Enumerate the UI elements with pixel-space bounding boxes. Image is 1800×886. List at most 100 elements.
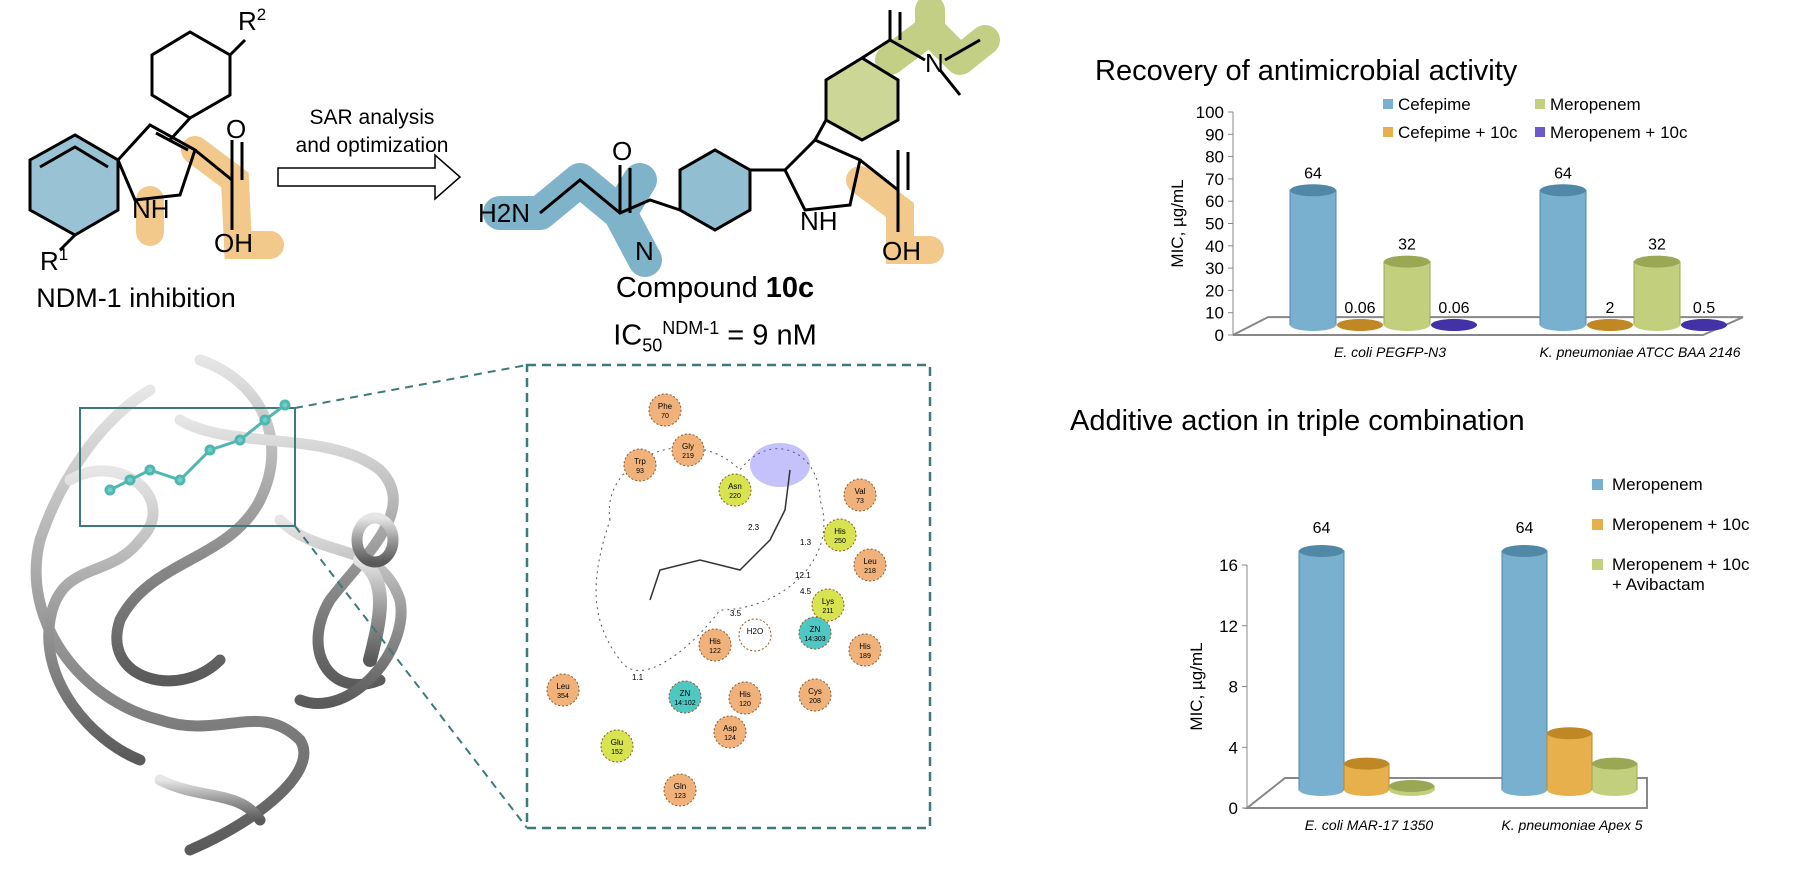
legend-swatch [1383, 99, 1393, 109]
legend-label: Meropenem + 10c [1612, 555, 1750, 574]
legend-label: Meropenem [1612, 475, 1703, 494]
residue-leu-218 [853, 548, 887, 582]
residue-number: 211 [822, 608, 833, 615]
residue-number: 354 [557, 693, 569, 700]
residue-name: Phe [658, 402, 673, 411]
scaffold-r2-label: R2 [238, 5, 266, 36]
residue-trp-93 [623, 448, 657, 482]
y-tick-label: 8 [1229, 678, 1238, 697]
residue-number: 93 [636, 468, 644, 475]
chart1-title: Recovery of antimicrobial activity [1095, 55, 1518, 87]
residue-val-73 [843, 478, 877, 512]
y-tick-label: 20 [1205, 281, 1224, 300]
residue-number: 120 [739, 701, 751, 708]
interaction-distance: 1.3 [800, 538, 812, 547]
residue-name: Val [855, 487, 866, 496]
residue-name: Leu [556, 682, 569, 691]
bar-meropenem-10c-top [1547, 727, 1592, 740]
residue-name: Gly [682, 442, 694, 451]
chart2-title: Additive action in triple combination [1070, 405, 1525, 437]
compound-h2n-label: H2N [478, 198, 530, 228]
interaction-distance: 2.3 [748, 523, 760, 532]
bar-cefepime-10c-top [1337, 319, 1383, 331]
residue-number: 250 [834, 538, 846, 545]
interaction-diagram: Phe70Gly219Trp93Asn220Val73His250Leu218L… [546, 393, 887, 807]
bar-meropenem [1501, 550, 1548, 791]
bar-meropenem-base [1384, 319, 1430, 331]
arrow-label-line2: and optimization [296, 134, 449, 157]
y-tick-label: 100 [1196, 103, 1224, 122]
data-label: 32 [1648, 237, 1666, 254]
x-category-label: K. pneumoniae Apex 5 [1501, 817, 1642, 833]
zoom-line-top [294, 364, 528, 409]
compound-name: Compound 10c [615, 272, 815, 304]
bar-meropenem [1633, 261, 1681, 326]
compound-n-label: N [925, 48, 944, 78]
y-tick-label: 40 [1205, 237, 1224, 256]
zoom-line-bottom [294, 525, 528, 829]
data-label: 0.06 [1438, 300, 1469, 317]
ligand-skeleton [649, 469, 791, 601]
bar-cefepime [1539, 189, 1587, 326]
y-tick-label: 0 [1215, 326, 1224, 345]
bar-cefepime-top [1540, 184, 1586, 197]
residue-his-122 [698, 628, 732, 662]
residue-gly-219 [671, 433, 705, 467]
x-category-label: E. coli MAR-17 1350 [1305, 817, 1434, 833]
bar-meropenem-10c-base [1344, 784, 1389, 796]
residue-his-189 [848, 633, 882, 667]
residue-his-250 [823, 518, 857, 552]
scaffold-o-label: O [226, 114, 246, 144]
interaction-diagram-frame [525, 363, 932, 830]
bar-meropenem-10c-avibactam-top [1389, 780, 1434, 792]
compound-pyrrole-nh-label: NH [800, 206, 838, 236]
bar-meropenem-top [1502, 545, 1547, 557]
bar-meropenem-10c-avibactam-top [1592, 757, 1637, 770]
residue-his-120 [728, 681, 762, 715]
bar-meropenem-top [1384, 255, 1430, 268]
residue-glu-152 [600, 729, 634, 763]
y-axis-label: MIC, µg/mL [1168, 179, 1187, 267]
bar-cefepime-10c-top [1587, 319, 1633, 331]
residue-number: 70 [661, 413, 669, 420]
residue-name: ZN [680, 689, 691, 698]
interaction-distance: 4.5 [800, 587, 812, 596]
interaction-distance: 3.5 [730, 609, 742, 618]
residue-name: ZN [810, 625, 821, 634]
legend-swatch [1535, 127, 1545, 137]
legend-label: Meropenem + 10c [1612, 515, 1750, 534]
y-tick-label: 70 [1205, 170, 1224, 189]
bar-meropenem-10c-top [1681, 319, 1727, 331]
y-tick-label: 12 [1219, 617, 1238, 636]
bar-meropenem-top [1634, 255, 1680, 268]
data-label: 64 [1516, 520, 1534, 537]
structures-svg: O OH NH R1 R2 SAR analysis and optimizat… [28, 0, 1000, 856]
interaction-distance: 12.1 [795, 571, 811, 580]
bar-meropenem-10c [1546, 732, 1593, 791]
residue-lys-211 [811, 588, 845, 622]
data-label: 0.06 [1344, 300, 1375, 317]
data-label: 64 [1304, 165, 1322, 182]
residue-name: Glu [611, 738, 623, 747]
y-tick-label: 90 [1205, 125, 1224, 144]
residue-number: 123 [674, 793, 686, 800]
bar-meropenem-base [1502, 784, 1547, 796]
bar-meropenem-10c-top [1431, 319, 1477, 331]
legend-swatch [1383, 127, 1393, 137]
data-label: 0.5 [1693, 300, 1715, 317]
legend-label: Meropenem + 10c [1550, 123, 1688, 142]
legend-swatch [1592, 479, 1603, 490]
scaffold-structure [28, 30, 284, 259]
scaffold-caption: NDM-1 inhibition [36, 283, 236, 313]
residue-name: His [739, 690, 751, 699]
y-tick-label: 80 [1205, 148, 1224, 167]
ligand-pocket-outline [595, 446, 825, 671]
bar-meropenem-base [1634, 319, 1680, 331]
residue-asn-220 [718, 473, 752, 507]
data-label: 64 [1313, 520, 1331, 537]
x-category-label: K. pneumoniae ATCC BAA 2146 [1539, 344, 1740, 360]
y-tick-label: 0 [1229, 799, 1238, 818]
legend-label: Meropenem [1550, 95, 1641, 114]
